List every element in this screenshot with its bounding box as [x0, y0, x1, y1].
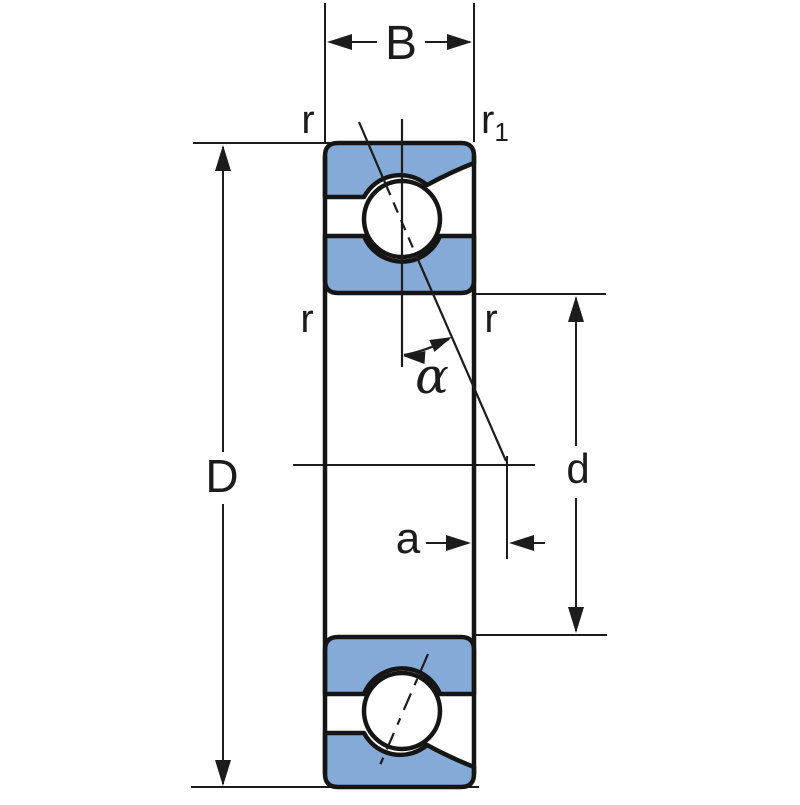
- bottom-bearing-section: [322, 634, 477, 790]
- a-arrowhead-left-icon: [509, 535, 534, 551]
- label-width-B: B: [385, 17, 417, 70]
- label-radius-mid-right: r: [484, 297, 497, 341]
- label-outside-diameter-D: D: [205, 450, 238, 502]
- alpha-arrowhead-right-icon: [429, 337, 452, 352]
- a-arrowhead-right-icon: [446, 535, 471, 551]
- dimension-a: a: [396, 456, 545, 563]
- d-bore-arrowhead-up-icon: [568, 296, 584, 322]
- b-arrowhead-right-icon: [447, 34, 472, 50]
- label-radius-top-left: r: [301, 98, 314, 142]
- dimension-d: d: [476, 293, 607, 636]
- contact-line-lower: [414, 254, 508, 462]
- d-out-arrowhead-down-icon: [215, 760, 231, 786]
- contact-angle-construction: α: [357, 119, 508, 462]
- d-out-arrowhead-up-icon: [215, 145, 231, 171]
- label-radius-top-right: r1: [481, 98, 509, 147]
- b-arrowhead-left-icon: [327, 34, 352, 50]
- label-contact-angle-alpha: α: [415, 347, 449, 405]
- alpha-arrowhead-left-icon: [403, 351, 426, 365]
- contact-line-upper: [357, 121, 388, 186]
- contact-line-through-ball: [384, 184, 418, 256]
- top-bearing-section: [322, 140, 477, 296]
- label-bore-diameter-d: d: [566, 445, 589, 492]
- bottom-ball: [361, 670, 443, 752]
- dimension-B: B: [324, 3, 475, 142]
- d-bore-arrowhead-down-icon: [568, 607, 584, 633]
- label-axial-distance-a: a: [396, 514, 421, 563]
- label-radius-mid-left: r: [300, 297, 313, 341]
- bottom-outer-ring-section: [322, 730, 477, 790]
- top-outer-ring-section: [322, 140, 477, 200]
